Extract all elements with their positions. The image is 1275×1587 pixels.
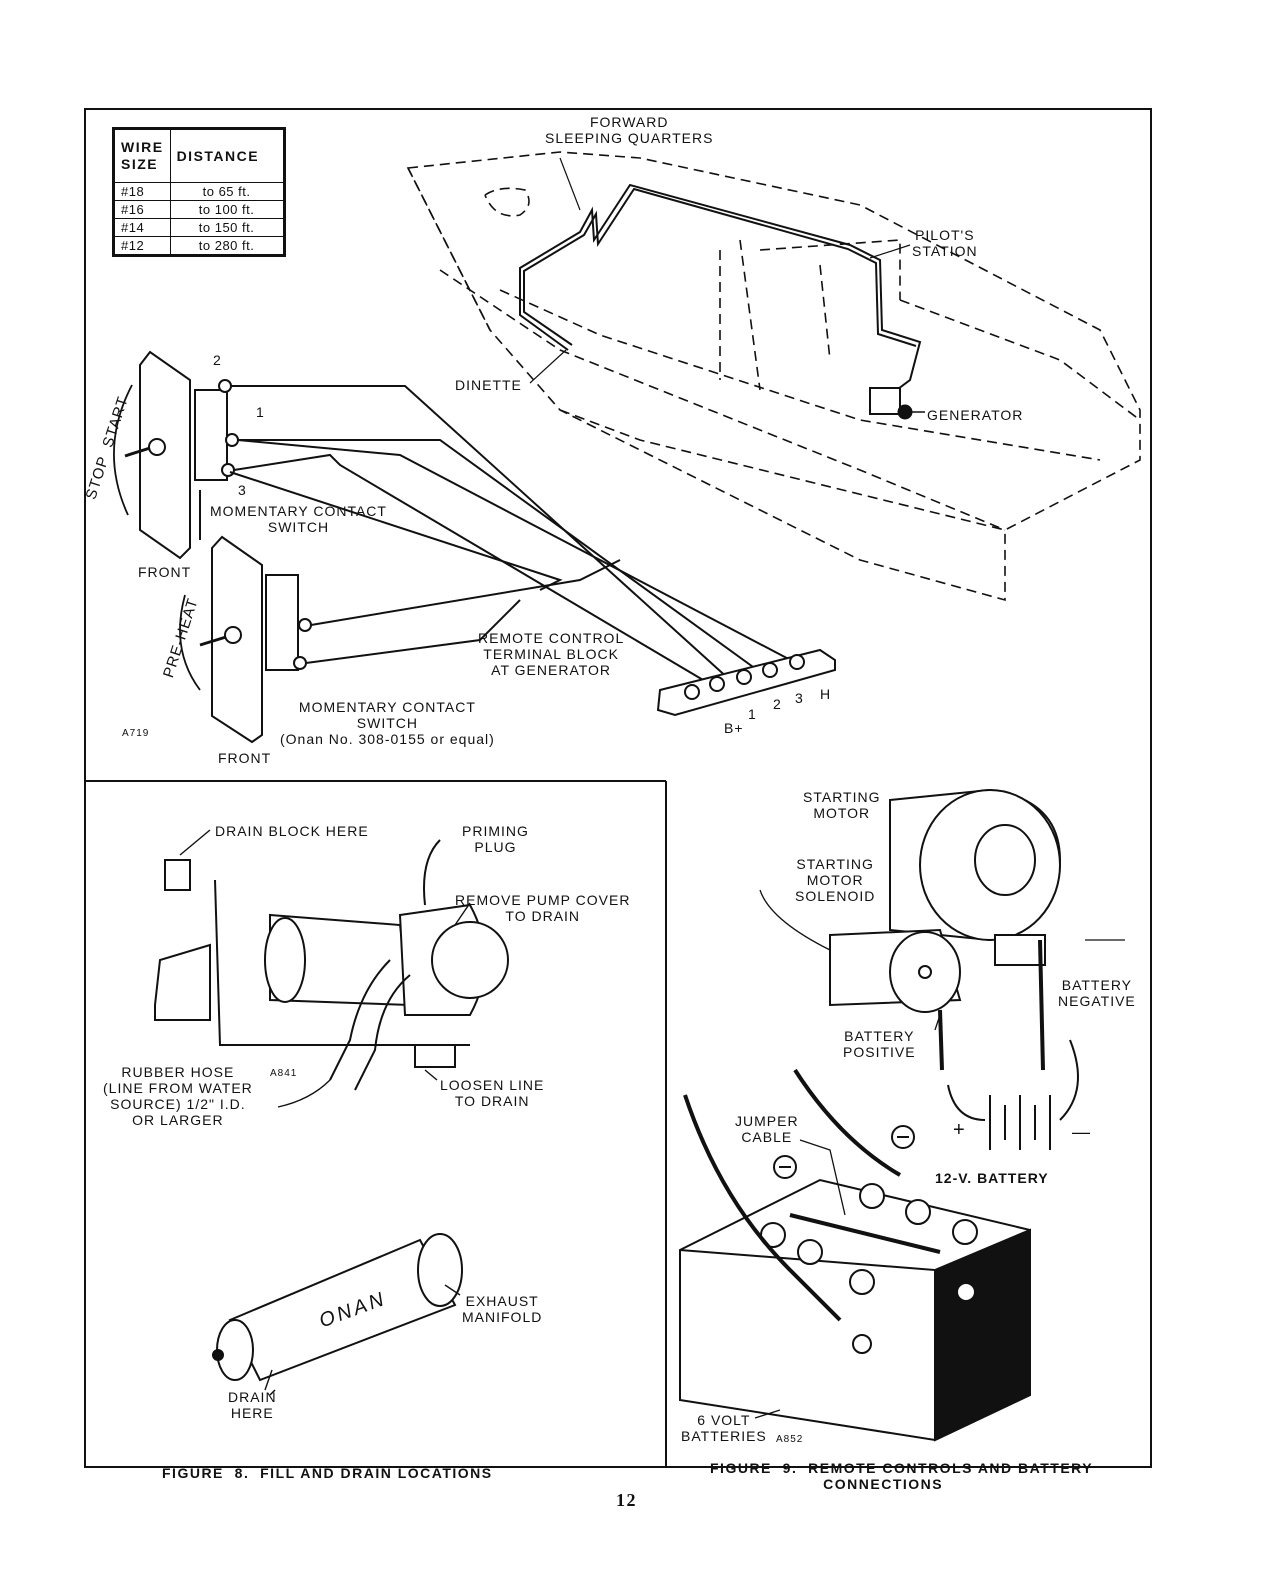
battery-drawing: [679, 1178, 1031, 1442]
minus-sign: —: [1072, 1122, 1091, 1142]
drain-block-label: DRAIN BLOCK HERE: [215, 823, 369, 839]
figure-code-a719: A719: [122, 728, 150, 739]
battery-positive-label: BATTERY POSITIVE: [843, 1028, 916, 1060]
priming-plug-label: PRIMING PLUG: [462, 823, 529, 855]
table-row: #14 to 150 ft.: [113, 218, 285, 237]
generator-icon: [869, 387, 925, 420]
figure-9-caption: FIGURE 9. REMOTE CONTROLS AND BATTERY CO…: [710, 1460, 1094, 1492]
boat-wiring: [519, 183, 922, 396]
jumper-cable-label: JUMPER CABLE: [735, 1113, 799, 1145]
wire-size-cell: #16: [113, 200, 171, 219]
figure-frame: [84, 108, 1152, 1468]
battery-cables: [683, 939, 1045, 1322]
exhaust-manifold-drawing: [212, 1233, 463, 1396]
pump-cover-label: REMOVE PUMP COVER TO DRAIN: [455, 892, 631, 924]
front-2-label: FRONT: [218, 750, 272, 766]
wire-size-table: WIRE SIZE DISTANCE #18 to 65 ft. #16 to …: [112, 127, 286, 257]
battery-negative-label: BATTERY NEGATIVE: [1058, 977, 1136, 1009]
table-row: #16 to 100 ft.: [113, 200, 285, 219]
switch-terminal-2-label: 2: [213, 352, 222, 368]
terminal-2-label: 2: [773, 696, 782, 712]
terminal-b-plus-label: B+: [724, 720, 744, 736]
figure-8-caption: FIGURE 8. FILL AND DRAIN LOCATIONS: [162, 1465, 493, 1481]
wire-size-cell: #14: [113, 218, 171, 237]
figure-code-a841: A841: [270, 1068, 298, 1079]
control-wiring: [199, 385, 801, 691]
six-volt-label: 6 VOLT BATTERIES: [681, 1412, 767, 1444]
drain-here-label: DRAIN HERE: [228, 1389, 277, 1421]
wire-size-cell: #18: [113, 182, 171, 201]
terminal-h-label: H: [820, 686, 832, 702]
terminal-markers: [773, 1125, 915, 1179]
plus-sign: +: [953, 1119, 966, 1141]
terminal-3-label: 3: [795, 690, 804, 706]
dinette-label: DINETTE: [455, 377, 522, 393]
table-row: #18 to 65 ft.: [113, 182, 285, 201]
distance-header: DISTANCE: [169, 128, 285, 183]
battery-symbol: [947, 1039, 1079, 1150]
terminal-1-label: 1: [748, 706, 757, 722]
rubber-hose-label: RUBBER HOSE (LINE FROM WATER SOURCE) 1/2…: [103, 1064, 253, 1128]
forward-sleeping-label: FORWARD SLEEPING QUARTERS: [545, 114, 714, 146]
switch-2-label: MOMENTARY CONTACT SWITCH (Onan No. 308-0…: [280, 699, 495, 747]
distance-cell: to 280 ft.: [169, 236, 285, 256]
starting-motor-drawing: [829, 788, 1062, 1013]
engine-pump-drawing: [154, 839, 509, 1091]
terminal-block-label: REMOTE CONTROL TERMINAL BLOCK AT GENERAT…: [478, 630, 625, 678]
exhaust-manifold-label: EXHAUST MANIFOLD: [462, 1293, 543, 1325]
pilots-station-label: PILOT'S STATION: [912, 227, 978, 259]
distance-cell: to 100 ft.: [169, 200, 285, 219]
front-1-label: FRONT: [138, 564, 192, 580]
switch-terminal-3-label: 3: [238, 482, 247, 498]
wire-size-header: WIRE SIZE: [113, 128, 171, 183]
switch-1-label: MOMENTARY CONTACT SWITCH: [210, 503, 387, 535]
starting-motor-label: STARTING MOTOR: [803, 789, 881, 821]
wire-size-cell: #12: [113, 236, 171, 256]
distance-cell: to 65 ft.: [169, 182, 285, 201]
twelve-volt-label: 12-V. BATTERY: [935, 1170, 1049, 1186]
generator-label: GENERATOR: [927, 407, 1024, 423]
table-row: #12 to 280 ft.: [113, 236, 285, 256]
solenoid-label: STARTING MOTOR SOLENOID: [795, 856, 876, 904]
page-number: 12: [616, 1490, 637, 1510]
switch-terminal-1-label: 1: [256, 404, 265, 420]
distance-cell: to 150 ft.: [169, 218, 285, 237]
switch-2-drawing: [199, 535, 312, 744]
figure-code-a852: A852: [776, 1434, 804, 1445]
boat-hull-drawing: [406, 151, 1141, 602]
loosen-line-label: LOOSEN LINE TO DRAIN: [440, 1077, 545, 1109]
terminal-block-drawing: [656, 648, 836, 717]
switch-1-drawing: [124, 350, 239, 560]
